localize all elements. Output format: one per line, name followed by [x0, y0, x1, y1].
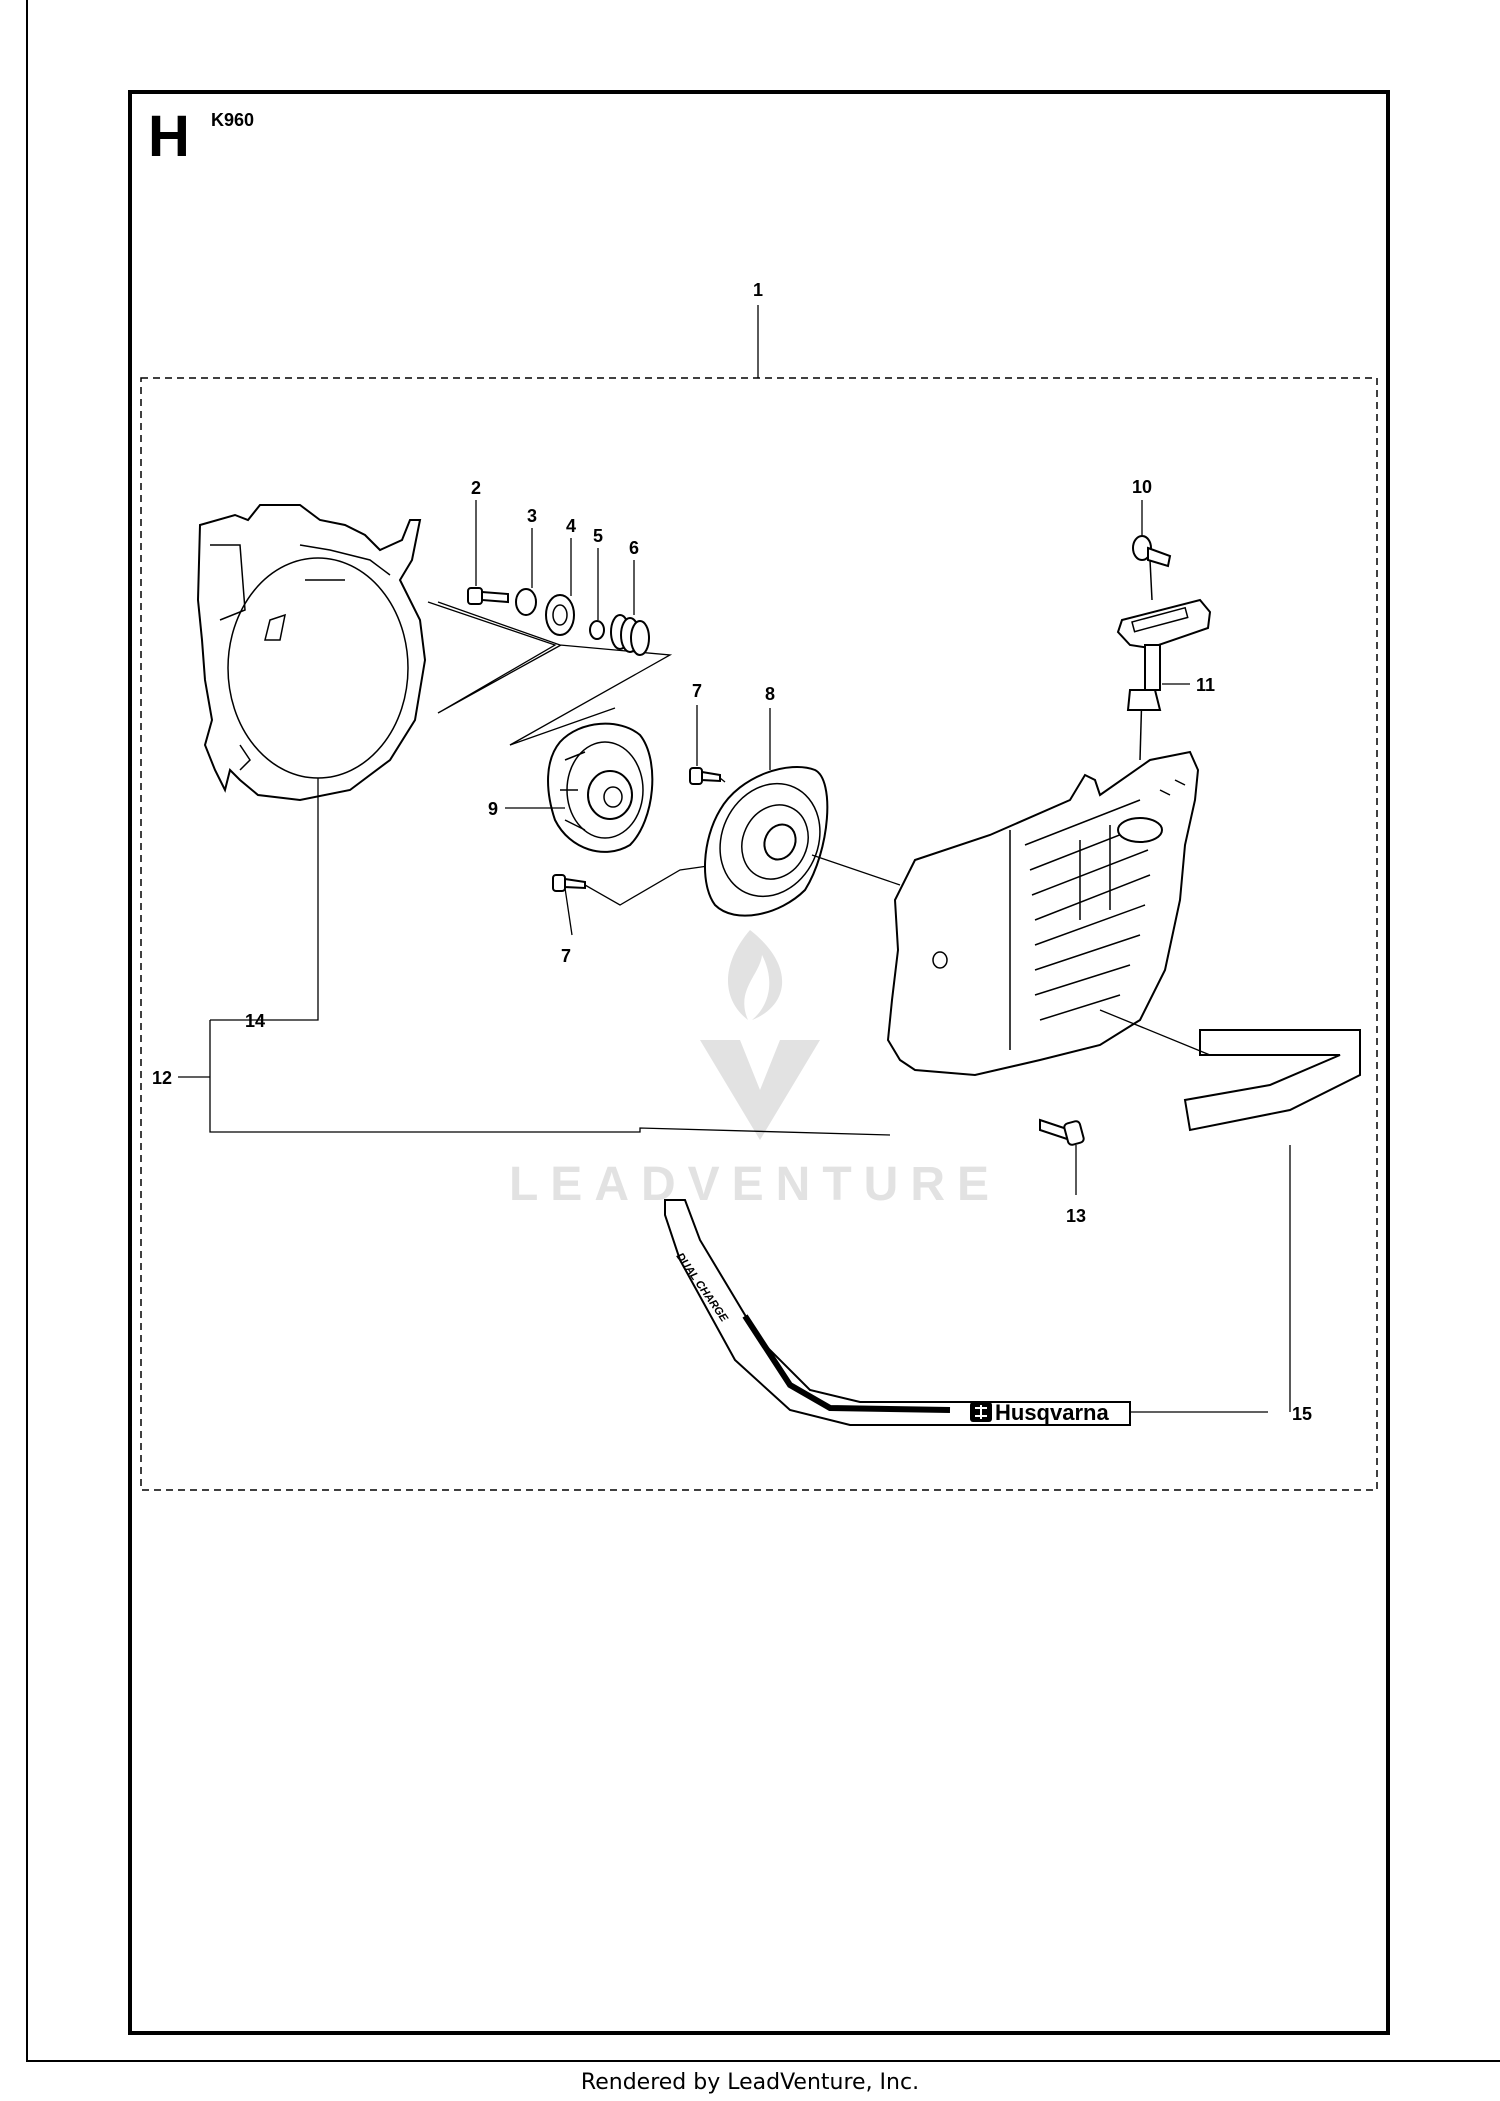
part-washer-5 — [589, 620, 605, 640]
part-spool-4 — [545, 594, 575, 636]
callout-11: 11 — [1196, 675, 1215, 695]
page-bottom-rule — [26, 2060, 1500, 2062]
callout-15: 15 — [1292, 1404, 1312, 1424]
part-bolt-2 — [467, 587, 509, 605]
part-fan-housing — [196, 504, 427, 802]
part-starter-cover-12 — [886, 750, 1200, 1077]
watermark-v-icon — [700, 1040, 820, 1140]
part-starter-8 — [703, 765, 829, 917]
callout-7-upper: 7 — [692, 681, 702, 701]
leader-14 — [210, 778, 319, 1021]
leader-8-axis — [811, 854, 901, 886]
model-label: K960 — [211, 110, 255, 130]
callout-6: 6 — [629, 538, 639, 558]
callout-14: 14 — [245, 1011, 265, 1031]
callout-8: 8 — [765, 684, 775, 704]
leader-7-lower-b — [584, 864, 716, 906]
husqvarna-crown-icon — [970, 1402, 992, 1422]
part-spring-6 — [610, 614, 650, 656]
leader-7-lower — [564, 887, 573, 936]
watermark-flame-icon — [728, 930, 783, 1020]
watermark: LEADVENTURE — [509, 930, 1001, 1211]
callout-10: 10 — [1132, 477, 1152, 497]
part-screw-13 — [1039, 1118, 1085, 1146]
callout-1: 1 — [753, 280, 763, 300]
part-ring-3 — [515, 588, 537, 616]
callout-12: 12 — [152, 1068, 172, 1088]
part-pulley-assembly — [427, 587, 673, 746]
page-left-rule — [26, 0, 28, 2060]
part-decal-15: DUAL CHARGE Husqvarna — [664, 1199, 1131, 1426]
callout-4: 4 — [566, 516, 576, 536]
callout-7-lower: 7 — [561, 946, 571, 966]
footer-text: Rendered by LeadVenture, Inc. — [580, 2070, 920, 2095]
section-letter: H — [148, 104, 190, 169]
part-decal-15-small — [1183, 1029, 1361, 1132]
part-starter-handle — [1116, 535, 1212, 761]
part-pulley-9 — [547, 722, 654, 853]
decal-brand-text: Husqvarna — [995, 1400, 1109, 1425]
callout-3: 3 — [527, 506, 537, 526]
callout-2: 2 — [471, 478, 481, 498]
leader-15-axis — [1099, 1009, 1211, 1056]
leader-12 — [209, 1020, 891, 1136]
callout-9: 9 — [488, 799, 498, 819]
footer-credit: Rendered by LeadVenture, Inc. — [0, 2070, 1500, 2095]
callout-5: 5 — [593, 526, 603, 546]
kit-boundary — [140, 377, 1378, 1491]
part-screw-7-upper — [689, 767, 721, 785]
watermark-text: LEADVENTURE — [509, 1158, 1001, 1211]
leader-7-upper-b — [719, 777, 726, 783]
callout-13: 13 — [1066, 1206, 1086, 1226]
part-screw-7-lower — [552, 874, 586, 892]
diagram-frame — [128, 90, 1390, 2035]
